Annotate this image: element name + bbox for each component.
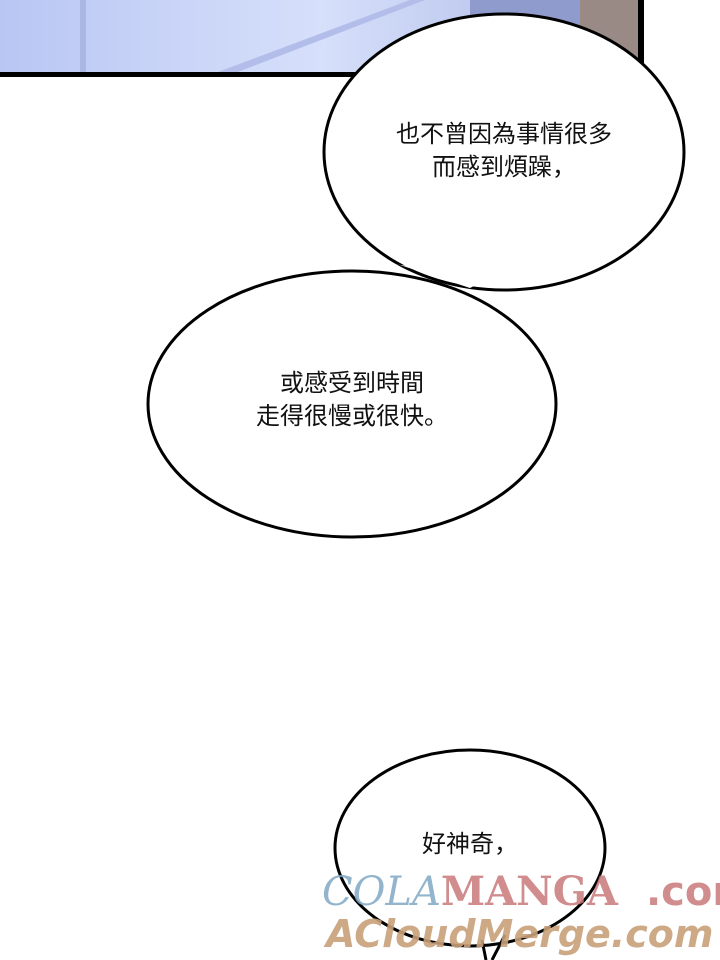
bubble-1-line-2: 而感到煩躁， xyxy=(432,153,576,181)
watermark-com: .com xyxy=(645,869,720,915)
bubble-3-line-1: 好神奇， xyxy=(422,830,518,858)
speech-bubble-3 xyxy=(333,748,607,960)
speech-bubble-1 xyxy=(322,12,686,292)
bubble-2-text: 或感受到時間 走得很慢或很快。 xyxy=(212,367,492,433)
watermark-acloudmerge-text: ACloudMerge.com xyxy=(326,912,714,956)
speech-bubble-2 xyxy=(146,262,558,539)
bubble-2-line-1: 或感受到時間 xyxy=(280,369,424,397)
watermark-colamanga: COLAMANGA .com xyxy=(322,868,720,915)
bubble-3-text: 好神奇， xyxy=(380,828,560,861)
bubble-1-line-1: 也不曾因為事情很多 xyxy=(396,120,612,148)
bubble-1-text: 也不曾因為事情很多 而感到煩躁， xyxy=(364,118,644,184)
watermark-cola: COLA xyxy=(322,869,441,915)
bubble-2-line-2: 走得很慢或很快。 xyxy=(256,402,448,430)
watermark-manga: MANGA xyxy=(440,868,618,915)
watermark-acloudmerge: ACloudMerge.com xyxy=(326,912,713,956)
